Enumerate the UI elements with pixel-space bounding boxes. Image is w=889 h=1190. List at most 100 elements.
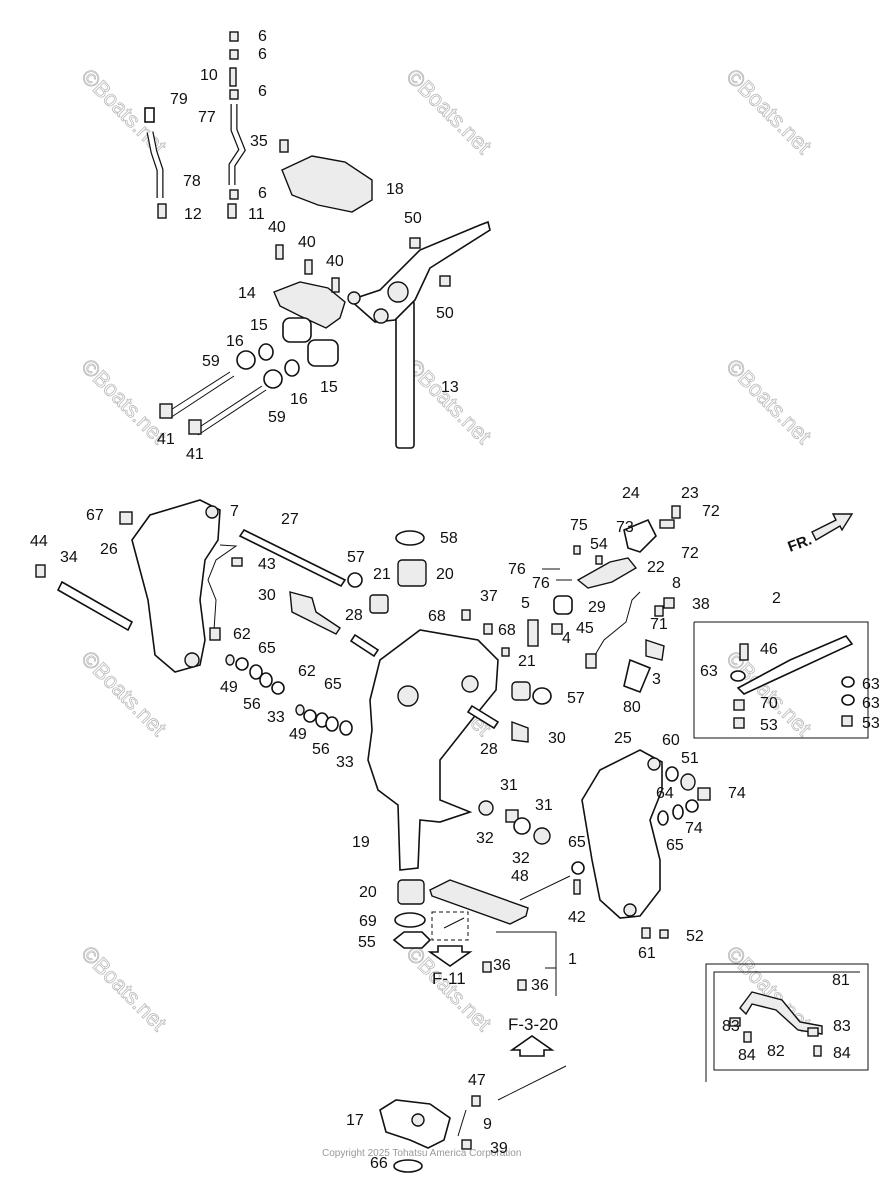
part-number-label: 31 [535, 797, 553, 814]
part-number-label: 83 [722, 1018, 740, 1035]
part-number-label: 58 [440, 530, 458, 547]
bracket-22-group [542, 505, 681, 589]
part-number-label: 63 [862, 695, 880, 712]
part-number-label: 74 [685, 820, 703, 837]
part-number-label: 77 [198, 109, 216, 126]
part-number-label: 6 [258, 28, 267, 45]
arrow-up-icon [509, 1035, 555, 1057]
right-washers [571, 766, 711, 939]
part-number-label: 62 [298, 663, 316, 680]
watermark: ©Boats.net [76, 646, 171, 741]
part-number-label: 27 [281, 511, 299, 528]
part-number-label: 9 [483, 1116, 492, 1133]
part-number-label: 33 [267, 709, 285, 726]
part-number-label: 22 [647, 559, 665, 576]
part-number-label: 48 [511, 868, 529, 885]
part-number-label: 29 [588, 599, 606, 616]
tilt-lever-30 [289, 591, 341, 635]
part-number-label: 38 [692, 596, 710, 613]
part-number-label: 65 [666, 837, 684, 854]
part-number-label: 36 [493, 957, 511, 974]
part-number-label: 53 [760, 717, 778, 734]
clamp-bracket-25 [581, 749, 663, 919]
part-number-label: 63 [862, 676, 880, 693]
watermark: ©Boats.net [76, 941, 171, 1036]
part-number-label: 20 [359, 884, 377, 901]
part-number-label: 4 [562, 630, 571, 647]
small-fittings-top [157, 31, 289, 219]
seal-69 [394, 912, 426, 928]
part-number-label: 24 [622, 485, 640, 502]
tilt-shaft-27 [238, 528, 347, 588]
part-number-label: 10 [200, 67, 218, 84]
nuts-31-32 [478, 800, 551, 845]
part-number-label: 28 [345, 607, 363, 624]
part-number-label: 30 [258, 587, 276, 604]
part-number-label: 74 [728, 785, 746, 802]
part-number-label: 23 [681, 485, 699, 502]
part-number-label: 15 [250, 317, 268, 334]
part-number-label: 59 [268, 409, 286, 426]
plate-1 [429, 879, 529, 925]
part-number-label: 70 [760, 695, 778, 712]
part-number-label: 54 [590, 536, 608, 553]
bolt-42 [443, 917, 465, 929]
part-number-label: 60 [662, 732, 680, 749]
part-number-label: 45 [576, 620, 594, 637]
part-number-label: 61 [638, 945, 656, 962]
ref-f11: F-11 [432, 969, 466, 988]
part-number-label: 30 [548, 730, 566, 747]
upper-mount-assembly [159, 244, 346, 436]
part-number-label: 83 [833, 1018, 851, 1035]
copyright: Copyright 2025 Tohatsu America Corporati… [322, 1148, 521, 1159]
part-number-label: 21 [373, 566, 391, 583]
seal-66 [393, 1159, 423, 1173]
part-number-label: 53 [862, 715, 880, 732]
part-number-label: 81 [832, 972, 850, 989]
part-number-label: 16 [226, 333, 244, 350]
part-number-label: 3 [652, 671, 661, 688]
part-number-label: 40 [268, 219, 286, 236]
part-number-label: 40 [298, 234, 316, 251]
part-number-label: 21 [518, 653, 536, 670]
part-number-label: 46 [760, 641, 778, 658]
part-number-label: 6 [258, 185, 267, 202]
part-number-label: 47 [468, 1072, 486, 1089]
part-number-label: 69 [359, 913, 377, 930]
part-number-label: 76 [532, 575, 550, 592]
part-number-label: 19 [352, 834, 370, 851]
part-number-label: 57 [567, 690, 585, 707]
dashed-box [431, 911, 469, 941]
bolt-long [497, 1065, 567, 1101]
part-number-label: 13 [441, 379, 459, 396]
part-number-label: 76 [508, 561, 526, 578]
cover-plate-18 [281, 155, 373, 213]
tube-34 [56, 580, 134, 632]
mid-fittings [461, 595, 573, 743]
left-washers [225, 654, 353, 736]
part-number-label: 2 [772, 590, 781, 607]
part-number-label: 50 [436, 305, 454, 322]
watermark: ©Boats.net [401, 64, 496, 159]
watermark: ©Boats.net [721, 354, 816, 449]
part-number-label: 31 [500, 777, 518, 794]
part-number-label: 65 [568, 834, 586, 851]
part-number-label: 20 [436, 566, 454, 583]
part-number-label: 56 [312, 741, 330, 758]
part-number-label: 78 [183, 173, 201, 190]
clip-3 [645, 639, 665, 661]
part-number-label: 65 [324, 676, 342, 693]
clip-80 [623, 658, 652, 694]
part-number-label: 42 [568, 909, 586, 926]
part-number-label: 52 [686, 928, 704, 945]
part-number-label: 75 [570, 517, 588, 534]
part-number-label: 35 [250, 133, 268, 150]
part-number-label: 12 [184, 206, 202, 223]
ref-f3-20: F-3-20 [508, 1015, 558, 1034]
part-number-label: 32 [512, 850, 530, 867]
part-number-label: 8 [672, 575, 681, 592]
part-number-label: 84 [833, 1045, 851, 1062]
part-number-label: 49 [289, 726, 307, 743]
